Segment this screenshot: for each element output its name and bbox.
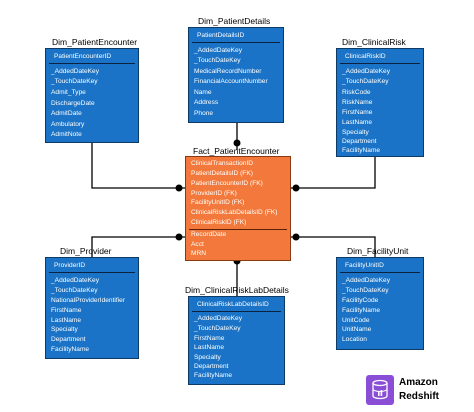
redshift-logo-icon xyxy=(366,375,394,405)
field: Department xyxy=(342,138,377,145)
field: LastName xyxy=(51,317,82,324)
table-key-row: FacilityUnitID xyxy=(340,261,420,273)
field: FacilityName xyxy=(51,346,90,353)
field: Specialty xyxy=(51,326,78,333)
table-dim-clinical-risk-lab-details[interactable]: ClinicalRiskLabDetailsID _AddedDateKey _… xyxy=(188,296,285,385)
field: _TouchDateKey xyxy=(51,78,98,85)
field: Department xyxy=(194,363,229,370)
rel-patient-encounter xyxy=(91,143,185,189)
field: _AddedDateKey xyxy=(342,277,391,284)
field: Specialty xyxy=(194,354,221,361)
table-title: Dim_ClinicalRisk xyxy=(342,37,406,47)
crowfoot-dot xyxy=(233,139,241,147)
field: FirstName xyxy=(194,335,225,342)
field: FirstName xyxy=(342,109,373,116)
rel-facility-unit xyxy=(291,236,376,257)
key-field: PatientEncounterID xyxy=(54,53,112,60)
crowfoot-dot xyxy=(175,184,183,192)
key-field: PatientEncounterID (FK) xyxy=(191,180,263,187)
rel-clinical-risk xyxy=(291,157,376,189)
table-title: Dim_FacilityUnit xyxy=(347,246,409,256)
field: _AddedDateKey xyxy=(51,68,100,75)
key-field: ClinicalRiskID (FK) xyxy=(191,219,247,226)
field: _TouchDateKey xyxy=(194,57,241,64)
table-dim-patient-encounter[interactable]: PatientEncounterID _AddedDateKey _TouchD… xyxy=(45,48,139,143)
key-field: PatientDetailsID xyxy=(197,32,245,39)
key-field: ClinicalRiskID xyxy=(345,53,386,60)
table-title: Dim_Provider xyxy=(60,246,112,256)
field: DischargeDate xyxy=(51,100,95,107)
logo-text-line1: Amazon xyxy=(399,377,438,388)
field: FacilityName xyxy=(194,372,233,379)
logo-text-line2: Redshift xyxy=(399,391,439,402)
field: Location xyxy=(342,336,367,343)
field: Address xyxy=(194,99,219,106)
key-field: ClinicalRiskLabDetailsID (FK) xyxy=(191,209,278,216)
field: AdmitNote xyxy=(51,131,82,138)
table-fact-patient-encounter[interactable]: ClinicalTransactionID PatientDetailsID (… xyxy=(185,156,291,261)
field: LastName xyxy=(194,344,225,351)
field: Phone xyxy=(194,110,214,117)
key-field: ClinicalRiskLabDetailsID xyxy=(197,301,269,308)
key-field: FacilityUnitID xyxy=(345,262,384,269)
table-key-row: PatientEncounterID xyxy=(49,52,135,64)
crowfoot-dot xyxy=(175,233,183,241)
table-title: Fact_PatientEncounter xyxy=(193,146,280,156)
field: RiskCode xyxy=(342,89,371,96)
rel-provider xyxy=(91,236,185,257)
table-dim-clinical-risk[interactable]: ClinicalRiskID _AddedDateKey _TouchDateK… xyxy=(336,48,424,157)
table-title: Dim_PatientDetails xyxy=(198,16,271,26)
table-dim-facility-unit[interactable]: FacilityUnitID _AddedDateKey _TouchDateK… xyxy=(336,257,424,350)
key-field: FacilityUnitID (FK) xyxy=(191,199,245,206)
field: FacilityName xyxy=(342,307,381,314)
field: RiskName xyxy=(342,99,373,106)
field: RecordDate xyxy=(191,231,227,238)
table-key-row: PatientDetailsID xyxy=(192,31,280,43)
crowfoot-dot xyxy=(292,184,300,192)
field: UnitCode xyxy=(342,317,370,324)
field: FirstName xyxy=(51,307,82,314)
table-title: Dim_ClinicalRiskLabDetails xyxy=(185,285,289,295)
field: Specialty xyxy=(342,129,369,136)
field: _AddedDateKey xyxy=(194,315,243,322)
field: MRN xyxy=(191,250,207,257)
table-divider xyxy=(189,229,287,230)
key-field: ProviderID xyxy=(54,262,86,269)
field: _TouchDateKey xyxy=(51,287,98,294)
field: _TouchDateKey xyxy=(342,287,389,294)
field: Ambulatory xyxy=(51,121,85,128)
field: UnitName xyxy=(342,326,372,333)
table-dim-patient-details[interactable]: PatientDetailsID _AddedDateKey _TouchDat… xyxy=(188,27,284,123)
field: _AddedDateKey xyxy=(51,277,100,284)
table-key-row: ProviderID xyxy=(49,261,135,273)
key-field: ProviderID (FK) xyxy=(191,190,237,197)
table-title: Dim_PatientEncounter xyxy=(52,37,138,47)
field: _TouchDateKey xyxy=(194,325,241,332)
field: MedicalRecordNumber xyxy=(194,68,262,75)
table-dim-provider[interactable]: ProviderID _AddedDateKey _TouchDateKey N… xyxy=(45,257,139,359)
key-field: ClinicalTransactionID xyxy=(191,160,254,167)
key-field: PatientDetailsID (FK) xyxy=(191,170,253,177)
field: AdmitDate xyxy=(51,110,82,117)
field: Acct xyxy=(191,241,204,248)
field: _TouchDateKey xyxy=(342,78,389,85)
field: LastName xyxy=(342,119,373,126)
field: NationalProviderIdentifier xyxy=(51,297,126,304)
field: FacilityCode xyxy=(342,297,379,304)
field: Department xyxy=(51,336,86,343)
field: _AddedDateKey xyxy=(194,47,243,54)
field: Admit_Type xyxy=(51,89,86,96)
field: _AddedDateKey xyxy=(342,68,391,75)
table-key-row: ClinicalRiskID xyxy=(340,52,420,64)
crowfoot-dot xyxy=(292,233,300,241)
table-key-row: ClinicalRiskLabDetailsID xyxy=(192,300,281,312)
field: Name xyxy=(194,89,212,96)
field: FacilityName xyxy=(342,147,381,154)
field: FinancialAccountNumber xyxy=(194,78,268,85)
